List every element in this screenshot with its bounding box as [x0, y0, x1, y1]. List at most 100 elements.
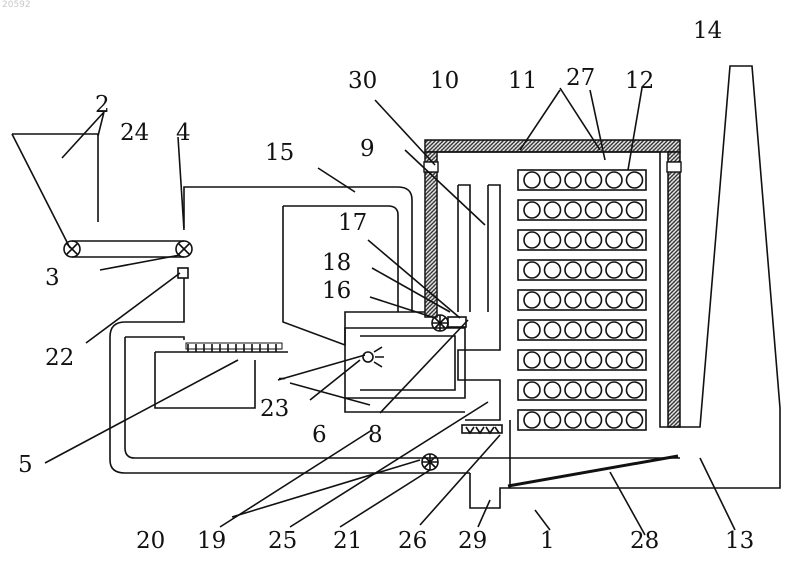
tube: [565, 262, 581, 278]
label-4: 4: [176, 120, 191, 146]
tube: [586, 382, 602, 398]
label-29: 29: [458, 528, 487, 554]
label-8: 8: [368, 422, 383, 448]
tube-row: [518, 410, 646, 430]
tube: [606, 232, 622, 248]
tube: [524, 232, 540, 248]
label-26: 26: [398, 528, 427, 554]
tube: [627, 262, 643, 278]
label-3: 3: [45, 265, 60, 291]
tube: [586, 202, 602, 218]
tube-row: [518, 320, 646, 340]
tube: [565, 172, 581, 188]
tube: [565, 322, 581, 338]
label-16: 16: [322, 278, 351, 304]
tube-row: [518, 350, 646, 370]
tube: [545, 172, 561, 188]
tube: [545, 322, 561, 338]
label-17: 17: [338, 210, 367, 236]
tube: [545, 292, 561, 308]
tube: [565, 292, 581, 308]
tube: [606, 352, 622, 368]
label-19: 19: [197, 528, 226, 554]
label-5: 5: [18, 452, 33, 478]
tube: [586, 322, 602, 338]
tube: [524, 412, 540, 428]
tube: [565, 412, 581, 428]
label-2: 2: [95, 92, 110, 118]
label-27: 27: [566, 65, 595, 91]
tube: [627, 202, 643, 218]
conveyor-belt: [64, 241, 192, 257]
burner-box: [345, 328, 465, 412]
tube: [627, 172, 643, 188]
tube: [524, 382, 540, 398]
tube: [524, 202, 540, 218]
tube: [545, 262, 561, 278]
tube: [586, 232, 602, 248]
tube: [545, 352, 561, 368]
tube: [545, 412, 561, 428]
tube: [545, 232, 561, 248]
label-dash: -: [278, 365, 286, 391]
tube: [606, 262, 622, 278]
feed-hopper: [12, 134, 98, 248]
tube: [524, 352, 540, 368]
label-21: 21: [333, 528, 362, 554]
label-11: 11: [508, 68, 537, 94]
bottom-fan: [422, 454, 438, 470]
tube: [627, 352, 643, 368]
tube: [565, 352, 581, 368]
tube-row: [518, 260, 646, 280]
tube: [606, 382, 622, 398]
label-25: 25: [268, 528, 297, 554]
tube: [586, 172, 602, 188]
label-1: 1: [540, 528, 555, 554]
tube: [565, 202, 581, 218]
tube: [524, 322, 540, 338]
combustion-chamber: [110, 187, 510, 473]
tube: [524, 262, 540, 278]
tube: [606, 412, 622, 428]
tube: [586, 262, 602, 278]
label-20: 20: [136, 528, 165, 554]
label-15: 15: [265, 140, 294, 166]
nozzle-row: [462, 425, 502, 433]
tube: [545, 382, 561, 398]
label-22: 22: [45, 345, 74, 371]
tube-bank: [518, 170, 646, 430]
label-9: 9: [360, 136, 375, 162]
label-14: 14: [693, 18, 722, 44]
tube: [545, 202, 561, 218]
tube: [627, 412, 643, 428]
tube: [586, 352, 602, 368]
tube: [586, 292, 602, 308]
tube: [606, 322, 622, 338]
label-13: 13: [725, 528, 754, 554]
tube: [524, 292, 540, 308]
label-24: 24: [120, 120, 149, 146]
tube: [565, 382, 581, 398]
tube: [524, 172, 540, 188]
label-12: 12: [625, 68, 654, 94]
tube-row: [518, 170, 646, 190]
tube: [627, 232, 643, 248]
label-6: 6: [312, 422, 327, 448]
tube: [627, 382, 643, 398]
label-28: 28: [630, 528, 659, 554]
label-10: 10: [430, 68, 459, 94]
tube: [606, 172, 622, 188]
tube: [586, 412, 602, 428]
tube: [565, 232, 581, 248]
tube-row: [518, 380, 646, 400]
tube: [627, 322, 643, 338]
label-18: 18: [322, 250, 351, 276]
tube-row: [518, 290, 646, 310]
tube: [606, 202, 622, 218]
baffle-plate: [508, 456, 678, 486]
label-30: 30: [348, 68, 377, 94]
tube-row: [518, 230, 646, 250]
tube: [627, 292, 643, 308]
tube-row: [518, 200, 646, 220]
